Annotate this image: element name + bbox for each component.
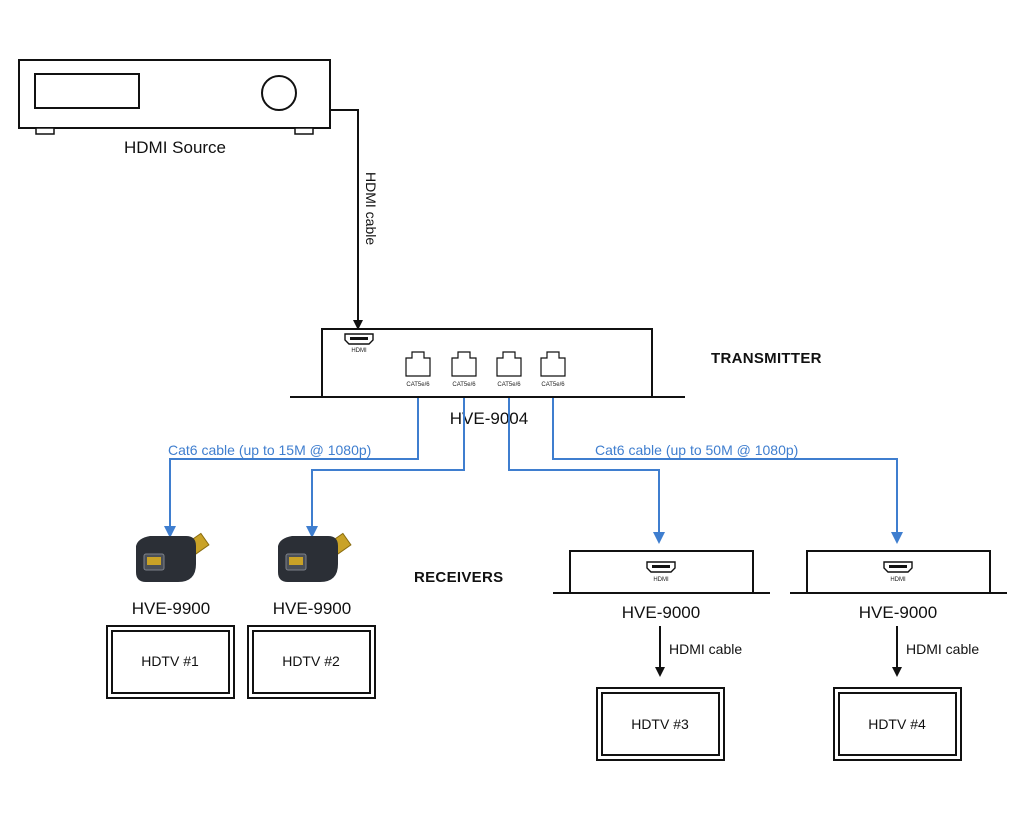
cat6-cable-1: [164, 398, 419, 538]
cat-port-1-label: CAT5e/6: [406, 382, 430, 388]
hdtv-2: [247, 625, 376, 699]
receiver-3-model: HVE-9000: [622, 603, 700, 622]
hdtv-1-label: HDTV #1: [141, 653, 199, 669]
receiver-3-cable-label: HDMI cable: [669, 641, 742, 657]
hdtv-3-label: HDTV #3: [631, 716, 689, 732]
receivers-heading: RECEIVERS: [414, 569, 503, 586]
cat-port-4-label: CAT5e/6: [541, 382, 565, 388]
receiver-4-cable-label: HDMI cable: [906, 641, 979, 657]
transmitter-model: HVE-9004: [450, 409, 528, 428]
hdtv-2-label: HDTV #2: [282, 653, 340, 669]
source-label: HDMI Source: [124, 138, 226, 157]
cat6-cable-2: [306, 398, 465, 538]
receiver-3-port-label: HDMI: [653, 577, 669, 583]
receiver-1-model: HVE-9900: [132, 599, 210, 618]
source-display-panel: [34, 73, 140, 109]
transmitter-hdmi-port: [344, 333, 374, 345]
receiver-3-device: HDMI: [553, 550, 770, 594]
hdtv-4: [833, 687, 962, 761]
long-cable-label: Cat6 cable (up to 50M @ 1080p): [595, 442, 798, 458]
source-cable-label: HDMI cable: [363, 172, 379, 245]
source-hdmi-cable: [330, 109, 363, 330]
receiver-4-device: HDMI: [790, 550, 1007, 594]
receiver-3-hdmi-port: [646, 561, 676, 573]
cat6-cable-4: [552, 398, 903, 544]
hdmi-source-device: [18, 59, 331, 135]
cat-port-2-label: CAT5e/6: [452, 382, 476, 388]
cat-port-3-label: CAT5e/6: [497, 382, 521, 388]
receiver-4-model: HVE-9000: [859, 603, 937, 622]
receiver-2-adapter: [278, 532, 352, 582]
short-cable-label: Cat6 cable (up to 15M @ 1080p): [168, 442, 371, 458]
transmitter-hdmi-port-label: HDMI: [351, 348, 367, 354]
receiver-4-port-label: HDMI: [890, 577, 906, 583]
cat6-cable-3: [508, 398, 665, 544]
receiver-4-hdmi-port: [883, 561, 913, 573]
source-knob-icon: [261, 75, 297, 111]
hdtv-3: [596, 687, 725, 761]
hdtv-1: [106, 625, 235, 699]
hdtv-4-label: HDTV #4: [868, 716, 926, 732]
receiver-1-adapter: [136, 532, 210, 582]
receiver-2-model: HVE-9900: [273, 599, 351, 618]
transmitter-heading: TRANSMITTER: [711, 350, 822, 367]
transmitter-device: HDMI CAT5e/6 CAT5e/6 CAT5e/6 CAT5e/6: [290, 328, 685, 398]
